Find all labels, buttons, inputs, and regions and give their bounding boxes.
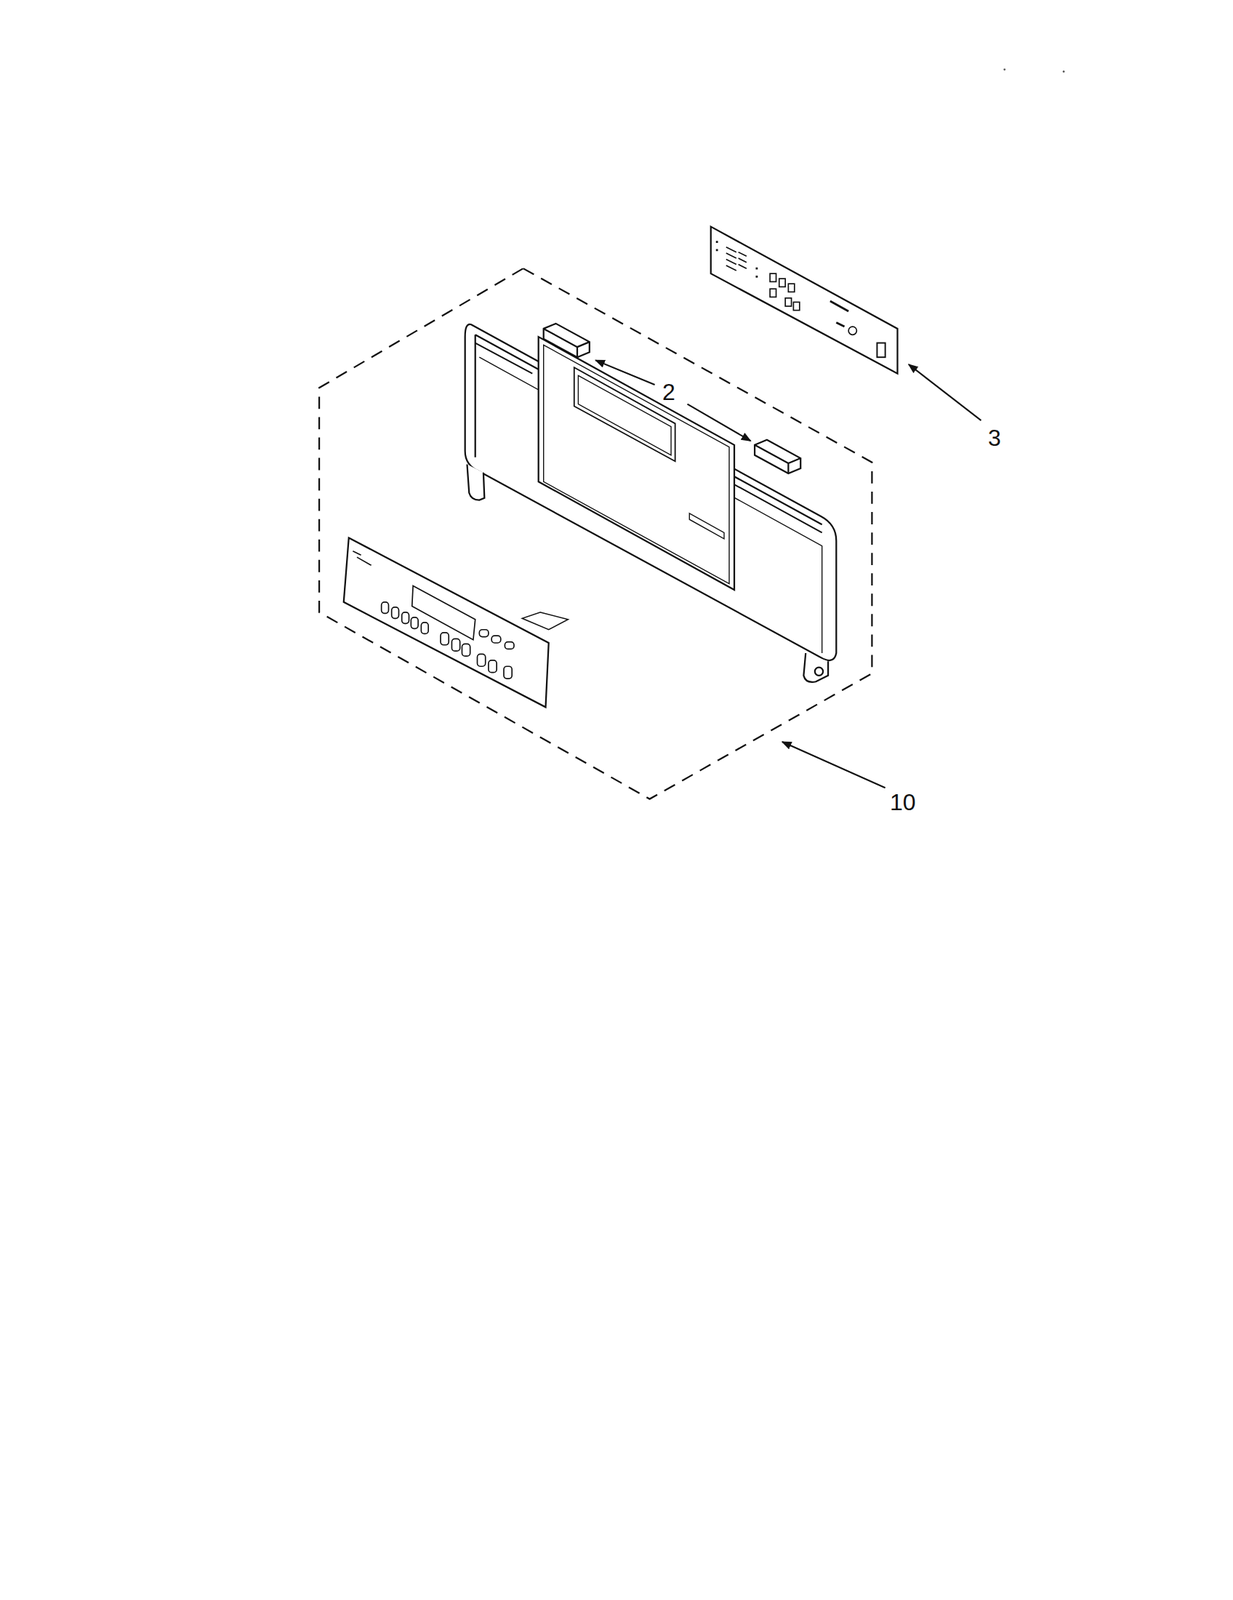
scan-speck — [1062, 70, 1066, 73]
touch-overlay — [343, 537, 569, 707]
assembly-boundary — [319, 268, 872, 799]
scan-speck — [1003, 68, 1006, 71]
leader-line — [595, 359, 981, 788]
callout-number: 10 — [889, 790, 917, 814]
callout-number: 2 — [662, 380, 676, 404]
spacer-block — [754, 439, 801, 474]
control-board — [711, 226, 898, 374]
spacer-block — [543, 323, 590, 357]
callout-number: 3 — [987, 426, 1002, 450]
